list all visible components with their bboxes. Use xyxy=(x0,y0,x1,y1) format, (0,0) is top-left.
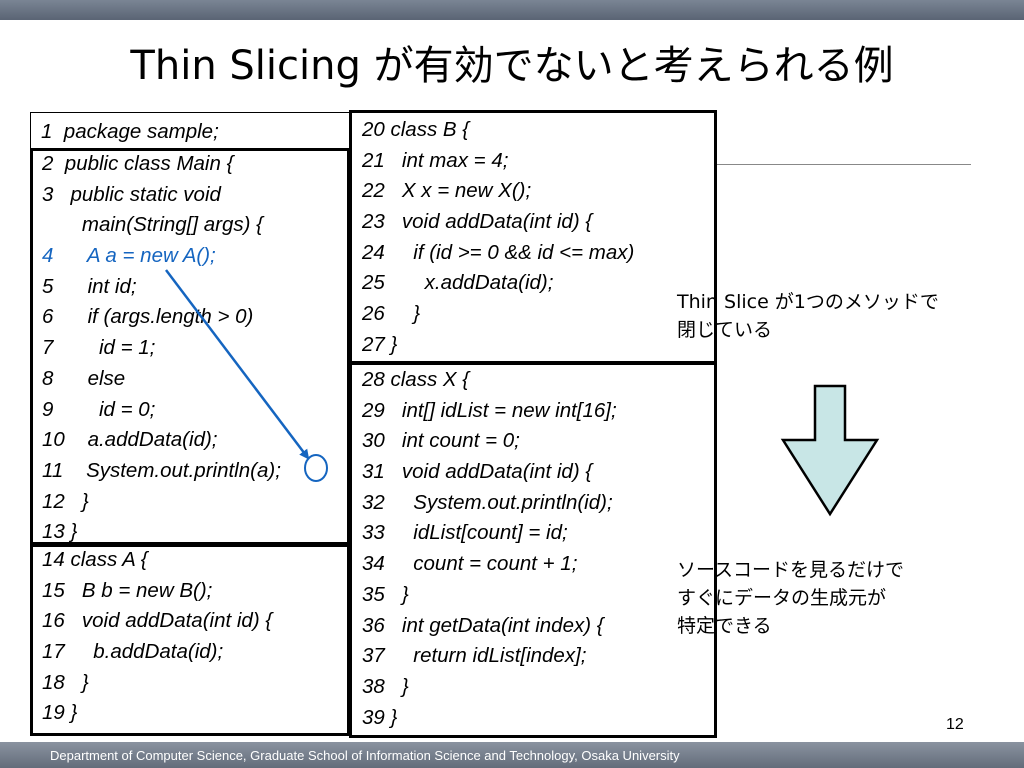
code-block: 1 package sample; xyxy=(41,117,219,148)
code-line: 3 public static void xyxy=(42,182,221,206)
code-line: 12 } xyxy=(42,489,89,513)
note-thin-slice: Thin Slice が1つのメソッドで 閉じている xyxy=(677,288,939,344)
code-line: 15 B b = new B(); xyxy=(42,578,213,602)
note-line: すぐにデータの生成元が xyxy=(677,587,887,609)
code-line: 16 void addData(int id) { xyxy=(42,609,273,633)
code-box-class-x: 28 class X { 29 int[] idList = new int[16… xyxy=(349,362,717,738)
code-line: 34 count = count + 1; xyxy=(362,552,578,576)
code-line: 28 class X { xyxy=(362,368,470,391)
code-box-class-b: 20 class B { 21 int max = 4; 22 X x = new … xyxy=(349,110,717,364)
code-line: 21 int max = 4; xyxy=(362,148,509,172)
code-line: 8 else xyxy=(42,366,126,390)
code-line: 27 } xyxy=(362,332,398,356)
code-box-main: 2 public class Main { 3 public static voi… xyxy=(30,148,350,545)
note-line: Thin Slice が1つのメソッドで xyxy=(677,291,939,313)
code-line: 30 int count = 0; xyxy=(362,429,520,453)
down-arrow-icon xyxy=(780,384,880,517)
code-line: 22 X x = new X(); xyxy=(362,179,532,203)
code-line: 13 } xyxy=(42,520,78,544)
note-line: 閉じている xyxy=(677,319,773,341)
code-block: 2 public class Main { 3 public static voi… xyxy=(42,151,281,544)
code-line: 10 a.addData(id); xyxy=(42,428,218,452)
code-line: 26 } xyxy=(362,302,421,326)
code-line: 36 int getData(int index) { xyxy=(362,613,604,637)
code-line: 19 } xyxy=(42,701,78,725)
code-line: 31 void addData(int id) { xyxy=(362,460,593,484)
code-block: 14 class A { 15 B b = new B(); 16 void add… xyxy=(42,547,273,729)
code-line: 11 System.out.println(a); xyxy=(42,458,281,482)
code-line: 37 return idList[index]; xyxy=(362,644,587,668)
code-box-package: 1 package sample; xyxy=(30,112,350,149)
code-block: 20 class B { 21 int max = 4; 22 X x = new … xyxy=(362,115,634,361)
code-block: 28 class X { 29 int[] idList = new int[16… xyxy=(362,365,617,733)
code-line: 18 } xyxy=(42,670,89,694)
slide-title: Thin Slicing が有効でないと考えられる例 xyxy=(130,43,894,89)
code-line: 32 System.out.println(id); xyxy=(362,490,613,514)
code-line: 2 public class Main { xyxy=(42,152,234,175)
code-line: 9 id = 0; xyxy=(42,397,156,421)
code-line: 5 int id; xyxy=(42,274,137,298)
code-line: main(String[] args) { xyxy=(42,213,264,237)
code-line: 33 idList[count] = id; xyxy=(362,521,568,545)
footer-text: Department of Computer Science, Graduate… xyxy=(50,748,680,763)
note-source-origin: ソースコードを見るだけで すぐにデータの生成元が 特定できる xyxy=(677,556,904,640)
code-line: 20 class B { xyxy=(362,118,470,141)
code-line: 6 if (args.length > 0) xyxy=(42,305,254,329)
code-line: 24 if (id >= 0 && id <= max) xyxy=(362,240,635,264)
footer-bar xyxy=(0,742,1024,768)
note-line: ソースコードを見るだけで xyxy=(677,559,905,581)
top-bar xyxy=(0,0,1024,20)
divider-line xyxy=(715,164,971,165)
code-line: 39 } xyxy=(362,705,398,729)
code-line: 29 int[] idList = new int[16]; xyxy=(362,398,617,422)
code-line: 17 b.addData(id); xyxy=(42,640,224,664)
code-line: 35 } xyxy=(362,582,409,606)
code-box-class-a: 14 class A { 15 B b = new B(); 16 void add… xyxy=(30,544,350,736)
code-line: 7 id = 1; xyxy=(42,336,156,360)
code-line: 14 class A { xyxy=(42,548,148,571)
note-line: 特定できる xyxy=(677,615,772,637)
code-line: 1 package sample; xyxy=(41,120,219,143)
code-line: 4 A a = new A(); xyxy=(42,244,216,268)
code-line: 38 } xyxy=(362,674,409,698)
page-number: 12 xyxy=(946,716,964,733)
code-line: 25 x.addData(id); xyxy=(362,271,554,295)
code-line: 23 void addData(int id) { xyxy=(362,210,593,234)
